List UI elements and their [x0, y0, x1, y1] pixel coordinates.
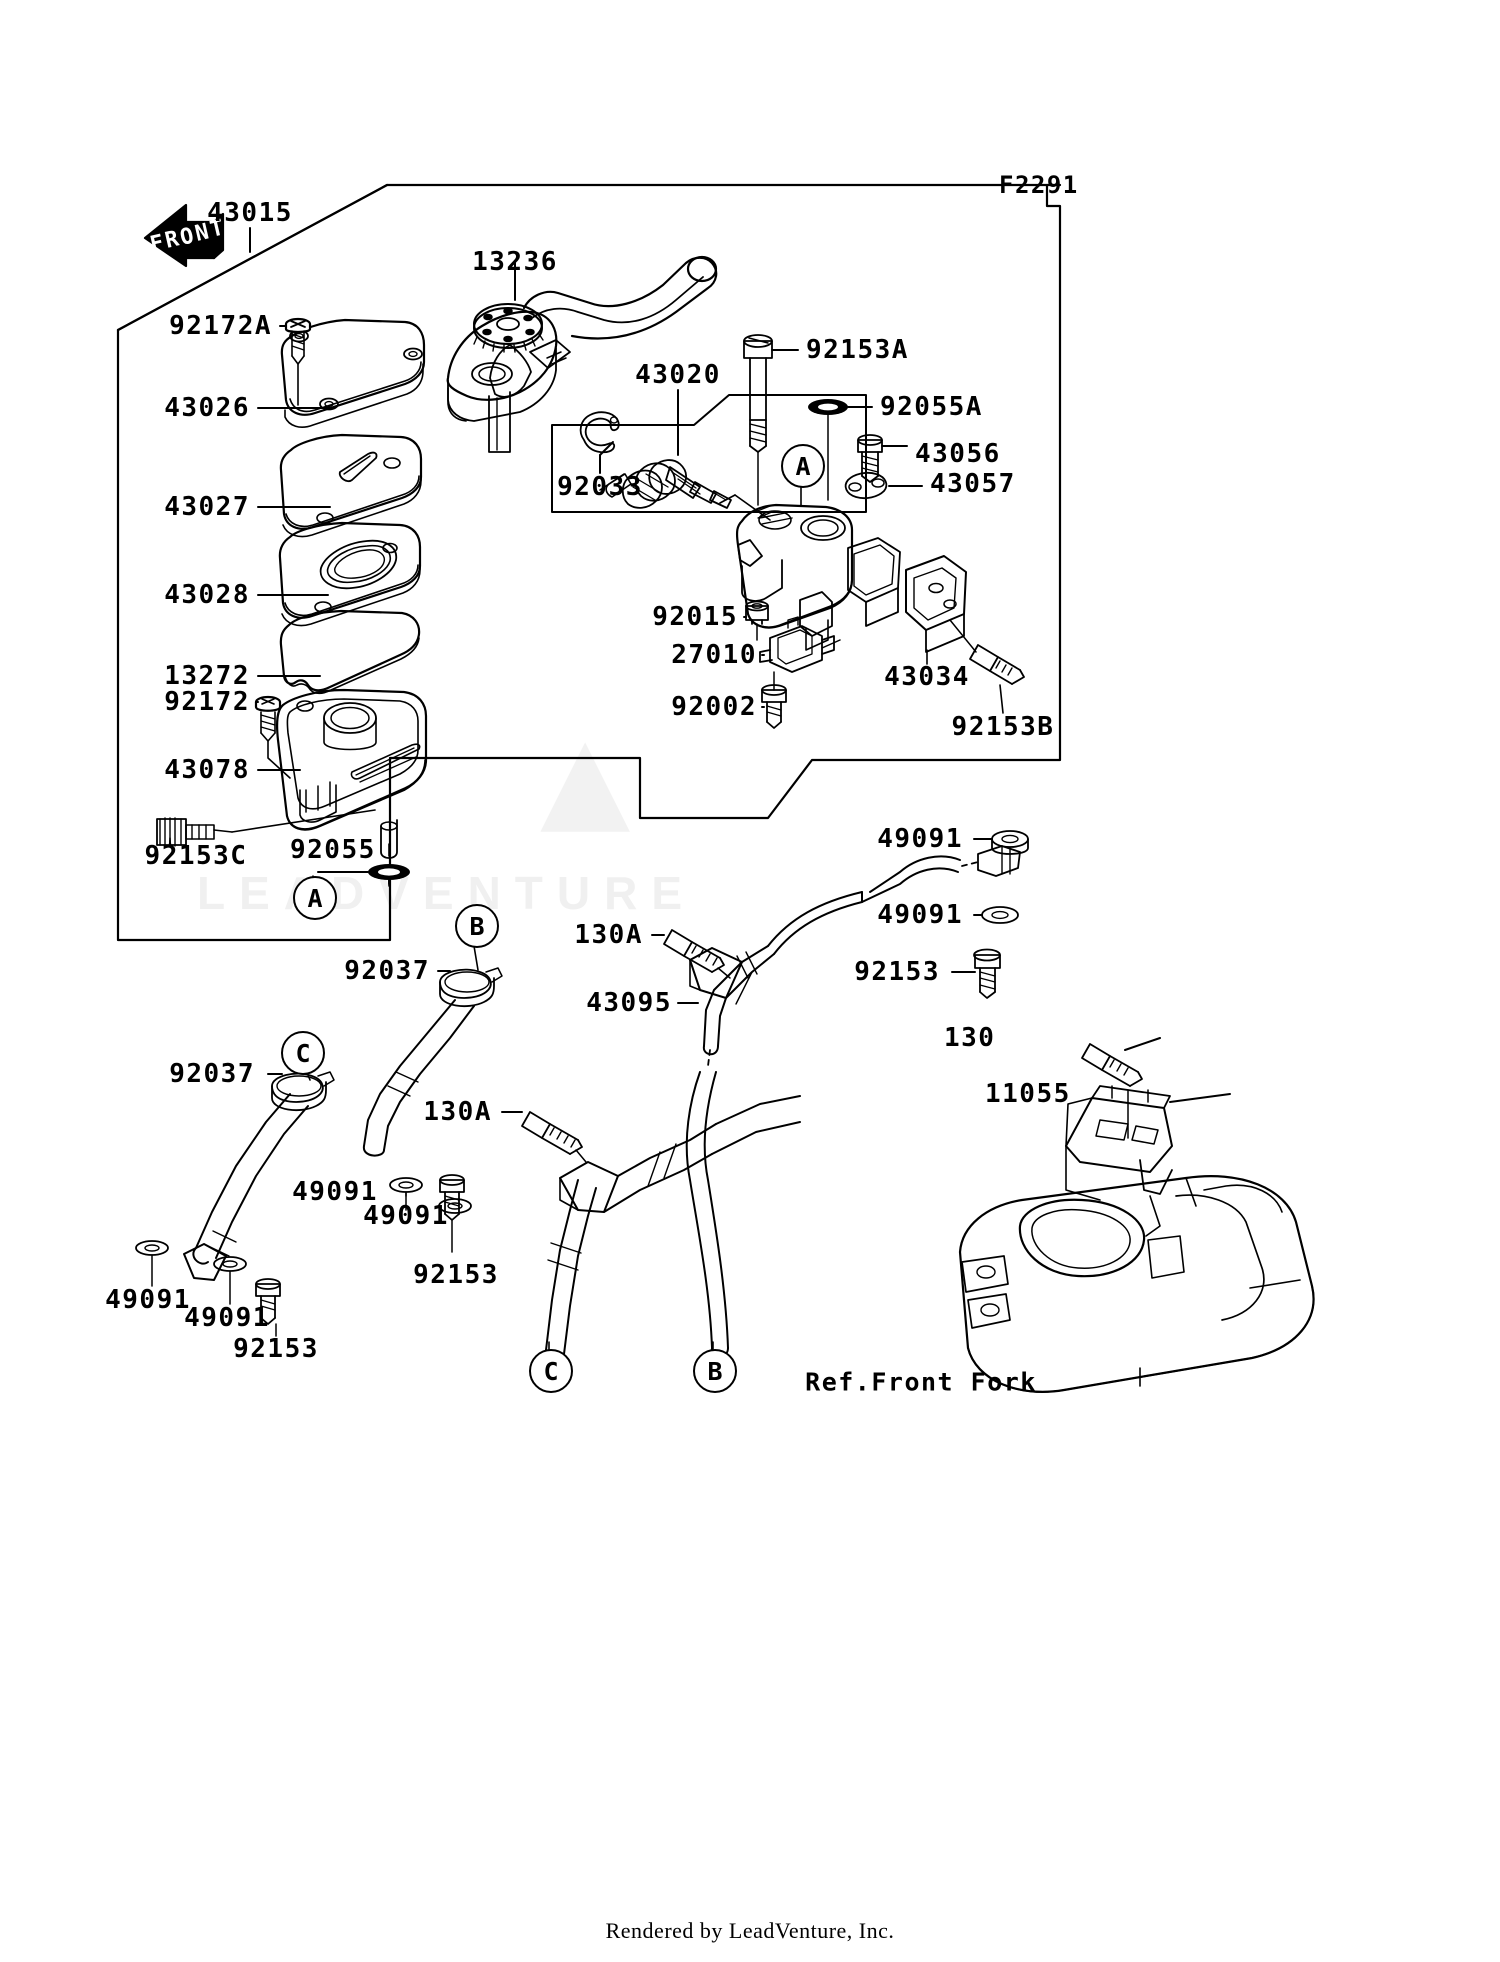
figure-code: F2291 [999, 171, 1079, 199]
callout-27010[interactable]: 27010 [671, 640, 757, 670]
callout-49091a[interactable]: 49091 [877, 824, 963, 854]
callout-49091b[interactable]: 49091 [877, 900, 963, 930]
callout-92033[interactable]: 92033 [557, 472, 643, 502]
callout-11055[interactable]: 11055 [985, 1079, 1071, 1109]
callout-130Aa[interactable]: 130A [574, 920, 643, 950]
callout-43028[interactable]: 43028 [164, 580, 250, 610]
svg-text:F: F [148, 231, 167, 258]
callout-43020[interactable]: 43020 [635, 360, 721, 390]
callout-13272[interactable]: 13272 [164, 661, 250, 691]
callout-43026[interactable]: 43026 [164, 393, 250, 423]
callout-92037a[interactable]: 92037 [344, 956, 430, 986]
marker-A-top: A [781, 444, 825, 488]
marker-B-bottom: B [693, 1349, 737, 1393]
callout-92153B[interactable]: 92153B [951, 712, 1055, 742]
svg-text:O: O [178, 224, 197, 251]
marker-C-bottom: C [529, 1349, 573, 1393]
callout-130Ab[interactable]: 130A [423, 1097, 492, 1127]
svg-text:T: T [208, 216, 227, 243]
callout-92002[interactable]: 92002 [671, 692, 757, 722]
callout-49091c[interactable]: 49091 [292, 1177, 378, 1207]
watermark-text: LEADVENTURE [197, 867, 697, 919]
callout-43078[interactable]: 43078 [164, 755, 250, 785]
callout-43057[interactable]: 43057 [930, 469, 1016, 499]
callout-92153C[interactable]: 92153C [144, 841, 248, 871]
callout-92055[interactable]: 92055 [290, 835, 376, 865]
callout-43095[interactable]: 43095 [586, 988, 672, 1018]
callout-92153e[interactable]: 92153 [413, 1260, 499, 1290]
callout-92015[interactable]: 92015 [652, 602, 738, 632]
callout-92172A[interactable]: 92172A [169, 311, 272, 341]
marker-A-bottom: A [293, 876, 337, 920]
footer-credit: Rendered by LeadVenture, Inc. [605, 1918, 895, 1943]
callout-92153d[interactable]: 92153 [854, 957, 940, 987]
callout-92153f[interactable]: 92153 [233, 1334, 319, 1364]
callout-92037b[interactable]: 92037 [169, 1059, 255, 1089]
callout-49091d[interactable]: 49091 [363, 1201, 449, 1231]
marker-C-top: C [281, 1031, 325, 1075]
callout-49091f[interactable]: 49091 [184, 1303, 270, 1333]
svg-text:N: N [193, 220, 212, 247]
svg-text:R: R [163, 226, 182, 254]
callout-49091e[interactable]: 49091 [105, 1285, 191, 1315]
marker-B-top: B [455, 904, 499, 948]
callout-43034[interactable]: 43034 [884, 662, 970, 692]
callout-92172[interactable]: 92172 [164, 687, 250, 717]
callout-130[interactable]: 130 [944, 1023, 996, 1053]
callout-43027[interactable]: 43027 [164, 492, 250, 522]
callout-92055A[interactable]: 92055A [880, 392, 983, 422]
callout-43056[interactable]: 43056 [915, 439, 1001, 469]
callout-13236[interactable]: 13236 [472, 247, 558, 277]
ref-front-fork-note: Ref.Front Fork [805, 1367, 1037, 1397]
callout-92153A[interactable]: 92153A [806, 335, 909, 365]
watermark-flame-icon: ▲ [540, 688, 631, 862]
callout-43015[interactable]: 43015 [207, 198, 293, 228]
